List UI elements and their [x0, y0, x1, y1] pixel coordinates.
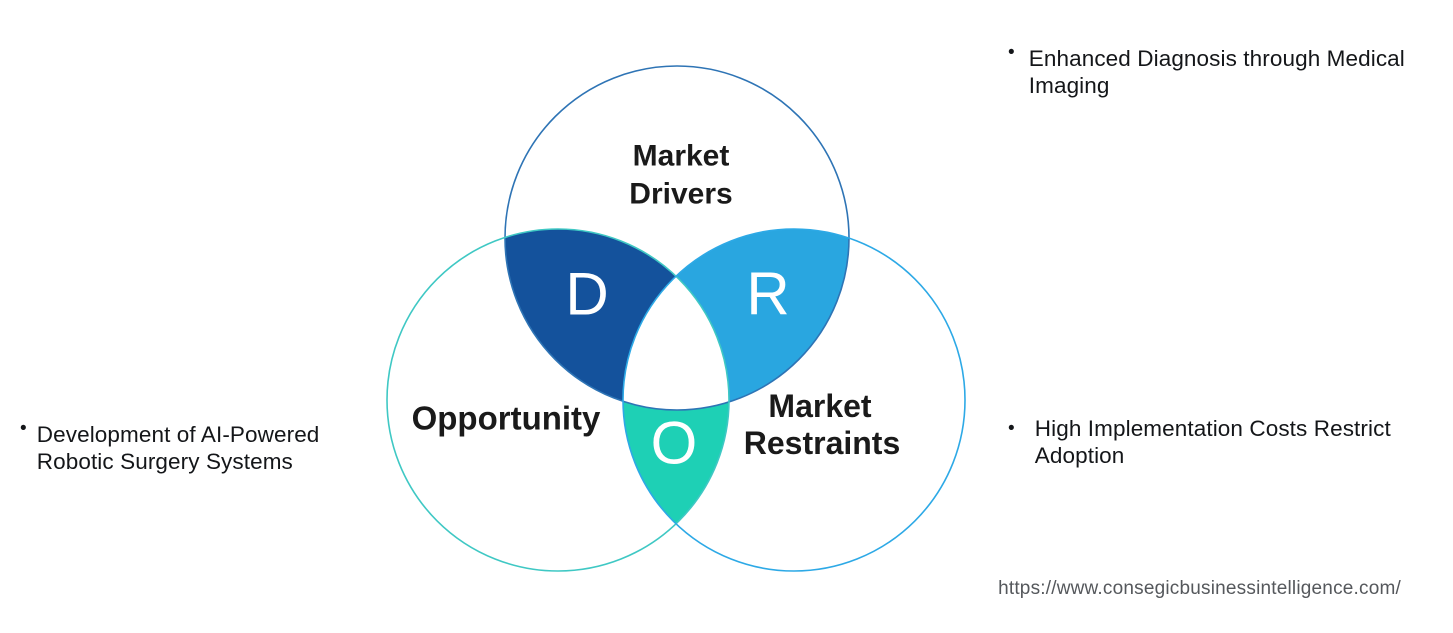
note-market-driver-text: Enhanced Diagnosis through Medical Imagi… — [1028, 46, 1405, 98]
label-market-drivers-line2: Drivers — [629, 178, 732, 211]
circle-opportunity — [386, 228, 730, 572]
bullet-icon: • — [1008, 418, 1015, 439]
overlap-letter-o: O — [651, 410, 698, 477]
source-url: https://www.consegicbusinessintelligence… — [998, 578, 1401, 599]
label-market-drivers-line1: Market — [633, 140, 730, 173]
label-market-restraints-line2: Restraints — [744, 425, 901, 461]
note-opportunity-text: Development of AI-Powered Robotic Surger… — [36, 422, 320, 474]
bullet-icon: • — [20, 418, 27, 439]
label-opportunity: Opportunity — [412, 400, 601, 437]
label-market-restraints-line1: Market — [768, 388, 872, 424]
note-market-driver: • Enhanced Diagnosis through Medical Ima… — [1008, 42, 1432, 99]
bullet-icon: • — [1008, 42, 1015, 63]
overlap-letter-r: R — [746, 261, 789, 328]
circle-market-restraints — [622, 228, 966, 572]
note-market-restraint-text: High Implementation Costs Restrict Adopt… — [1034, 416, 1391, 468]
note-market-restraint: • High Implementation Costs Restrict Ado… — [1008, 415, 1432, 469]
note-opportunity: • Development of AI-Powered Robotic Surg… — [20, 418, 350, 475]
overlap-letter-d: D — [565, 261, 608, 328]
